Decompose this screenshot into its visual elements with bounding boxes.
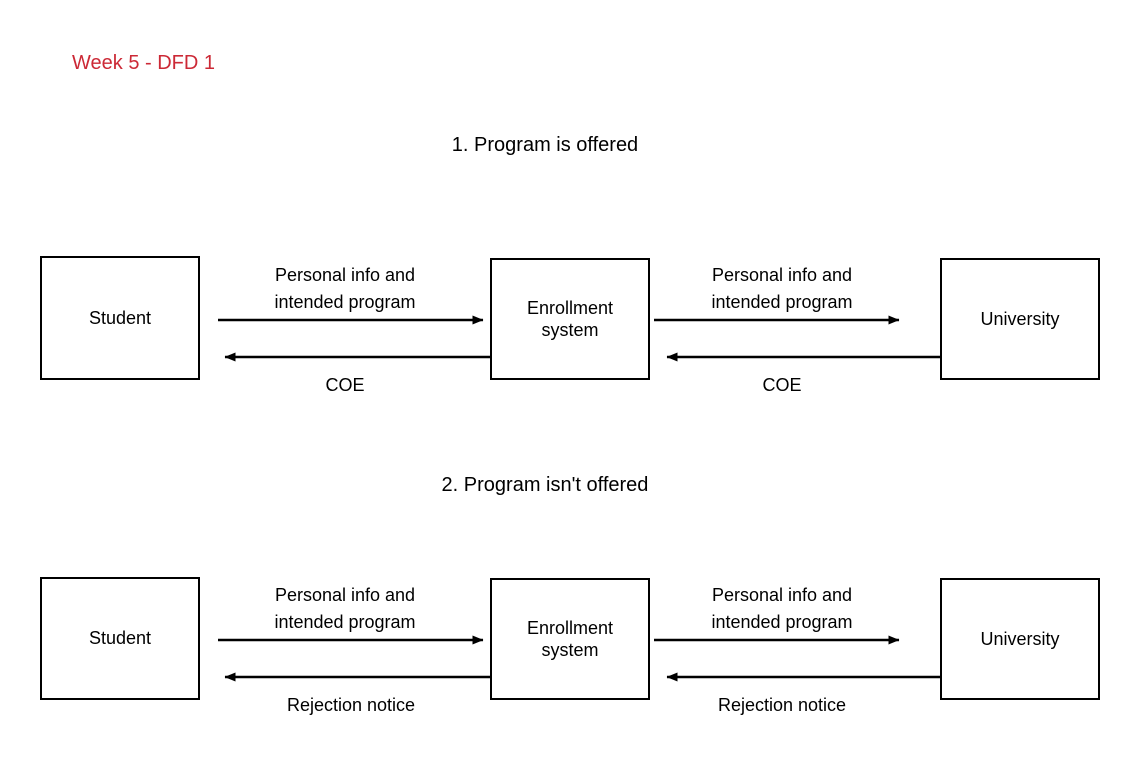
flow-label-system-to-student-2: Rejection notice <box>286 695 416 715</box>
entity-enrollment-system-2[interactable]: Enrollment system <box>490 578 650 700</box>
flow-label-system-to-university-1: Personal info and intended program <box>711 265 853 312</box>
entity-university-1[interactable]: University <box>940 258 1100 380</box>
entity-label: University <box>980 308 1060 329</box>
flow-label-student-to-system-1: Personal info and intended program <box>274 265 416 312</box>
section-heading-1: 1. Program is offered <box>451 134 639 156</box>
entity-label: University <box>980 628 1060 649</box>
entity-student-2[interactable]: Student <box>40 577 200 700</box>
entity-enrollment-system-1[interactable]: Enrollment system <box>490 258 650 380</box>
flow-label-student-to-system-2: Personal info and intended program <box>274 585 416 632</box>
flow-label-system-to-university-2: Personal info and intended program <box>711 585 853 632</box>
entity-student-1[interactable]: Student <box>40 256 200 380</box>
entity-label: Enrollment system <box>526 297 614 341</box>
entity-label: Student <box>88 628 152 649</box>
flow-label-university-to-system-2: Rejection notice <box>717 695 847 715</box>
flow-label-university-to-system-1: COE <box>762 375 802 395</box>
entity-university-2[interactable]: University <box>940 578 1100 700</box>
entity-label: Enrollment system <box>526 617 614 661</box>
entity-label: Student <box>88 307 152 328</box>
page-title: Week 5 - DFD 1 <box>72 52 215 74</box>
section-heading-2: 2. Program isn't offered <box>441 474 649 496</box>
flow-label-system-to-student-1: COE <box>325 375 365 395</box>
